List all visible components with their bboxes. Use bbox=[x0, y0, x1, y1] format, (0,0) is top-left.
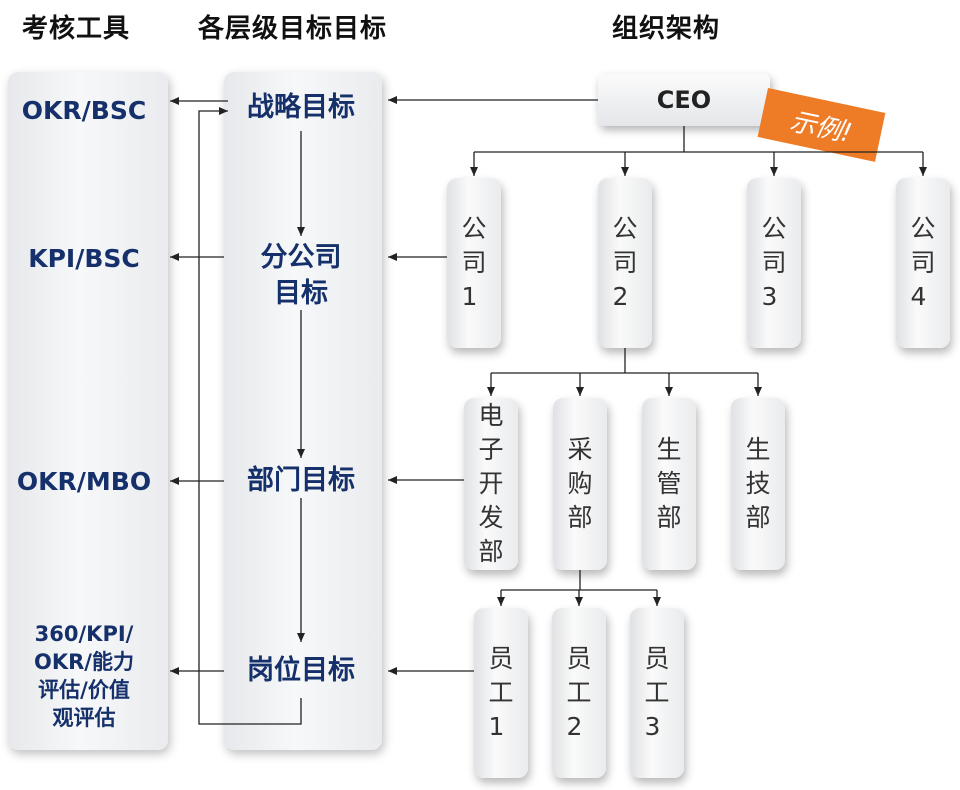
tools-panel bbox=[8, 72, 168, 750]
level-branch: 分公司 目标 bbox=[260, 242, 342, 309]
company-card-3: 公 司 3 bbox=[747, 178, 801, 348]
feedback-loop-line bbox=[198, 107, 302, 725]
department-card-production-mgmt: 生 管 部 bbox=[642, 398, 696, 570]
employee-card-3: 员 工 3 bbox=[630, 608, 684, 778]
company-card-1: 公 司 1 bbox=[447, 178, 501, 348]
employee-card-2: 员 工 2 bbox=[552, 608, 606, 778]
tool-branch: KPI/BSC bbox=[28, 244, 140, 273]
company-card-4: 公 司 4 bbox=[896, 178, 950, 348]
tool-position: 360/KPI/ OKR/能力 评估/价值 观评估 bbox=[34, 622, 134, 730]
level-department: 部门目标 bbox=[247, 465, 355, 496]
level-strategy: 战略目标 bbox=[247, 92, 355, 123]
department-card-purchasing: 采 购 部 bbox=[553, 398, 607, 570]
levels-header: 各层级目标目标 bbox=[198, 14, 388, 44]
tool-strategy: OKR/BSC bbox=[21, 96, 147, 125]
department-card-electronics: 电 子 开 发 部 bbox=[464, 398, 518, 570]
level-position: 岗位目标 bbox=[247, 655, 355, 686]
ceo-box: CEO bbox=[598, 74, 770, 126]
tools-header: 考核工具 bbox=[22, 14, 131, 44]
department-card-production-tech: 生 技 部 bbox=[731, 398, 785, 570]
employee-card-1: 员 工 1 bbox=[474, 608, 528, 778]
company-card-2: 公 司 2 bbox=[598, 178, 652, 348]
tool-department: OKR/MBO bbox=[16, 467, 152, 496]
org-header: 组织架构 bbox=[612, 14, 721, 44]
